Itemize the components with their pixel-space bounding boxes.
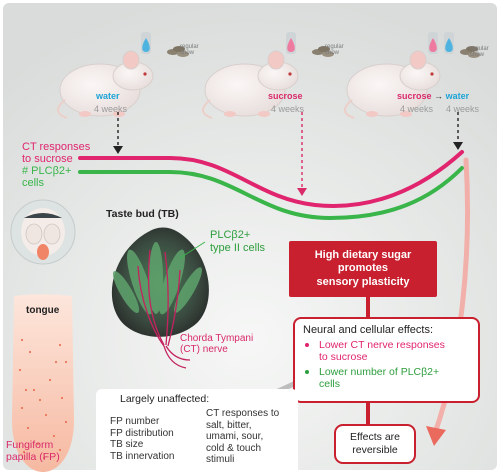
effects-title: Neural and cellular effects: xyxy=(303,324,434,336)
reversible-text: Effects are reversible xyxy=(350,431,400,456)
chow-label-3: regular chow xyxy=(470,46,489,59)
condition-label-sucrose-then-water: sucrose → water xyxy=(397,91,470,101)
mouse-group-sucrose-then-water xyxy=(344,32,480,119)
plc-pointer-line xyxy=(179,241,206,259)
condition-label-water: water xyxy=(96,91,120,101)
reversible-box: Effects are reversible xyxy=(334,424,416,464)
main-conclusion-box: High dietary sugar promotes sensory plas… xyxy=(289,241,437,297)
chow-label-1: regular chow xyxy=(180,44,199,57)
duration-label-sucrose-phase: 4 weeks xyxy=(400,104,434,114)
duration-label-water-phase: 4 weeks xyxy=(446,104,480,114)
plc-cell-curve xyxy=(78,166,464,221)
effects-box: Neural and cellular effects: Lower CT ne… xyxy=(293,317,480,403)
duration-label-water: 4 weeks xyxy=(94,104,128,114)
main-conclusion-text: High dietary sugar promotes sensory plas… xyxy=(314,248,412,288)
effect-item-plc: Lower number of PLCβ2+ cells xyxy=(319,365,472,390)
plc-cell-label: # PLCβ2+ cells xyxy=(22,165,72,190)
tongue-illustration xyxy=(12,294,74,472)
water-drop-arrow xyxy=(113,112,123,154)
sucrose-drop-arrow xyxy=(297,112,307,196)
tongue-label: tongue xyxy=(26,305,60,316)
condition-label-sucrose: sucrose xyxy=(268,91,303,101)
ct-response-label: CT responses to sucrose xyxy=(22,141,91,166)
fungiform-papilla-label: Fungiform papilla (FP) xyxy=(6,439,60,463)
mouse-group-sucrose xyxy=(202,32,334,119)
unaffected-col-1: FP number FP distribution TB size TB inn… xyxy=(110,416,175,462)
chorda-tympani-label: Chorda Tympani (CT) nerve xyxy=(180,333,254,355)
recovery-drop-arrow xyxy=(453,112,463,150)
taste-bud-title: Taste bud (TB) xyxy=(106,208,179,220)
unaffected-col-2: CT responses to salt, bitter, umami, sou… xyxy=(206,408,280,465)
ct-response-curve xyxy=(78,150,464,208)
unaffected-box: Largely unaffected: FP number FP distrib… xyxy=(96,389,298,473)
mouse-mouth-illustration xyxy=(10,199,76,265)
mouse-group-water xyxy=(57,32,189,119)
chow-label-2: regular chow xyxy=(325,44,344,57)
effects-list: Lower CT nerve responses to sucrose Lowe… xyxy=(303,338,472,390)
unaffected-title: Largely unaffected: xyxy=(120,393,210,405)
plc-type-ii-label: PLCβ2+ type II cells xyxy=(210,229,266,254)
effect-item-ct: Lower CT nerve responses to sucrose xyxy=(319,338,472,363)
duration-label-sucrose: 4 weeks xyxy=(271,104,305,114)
